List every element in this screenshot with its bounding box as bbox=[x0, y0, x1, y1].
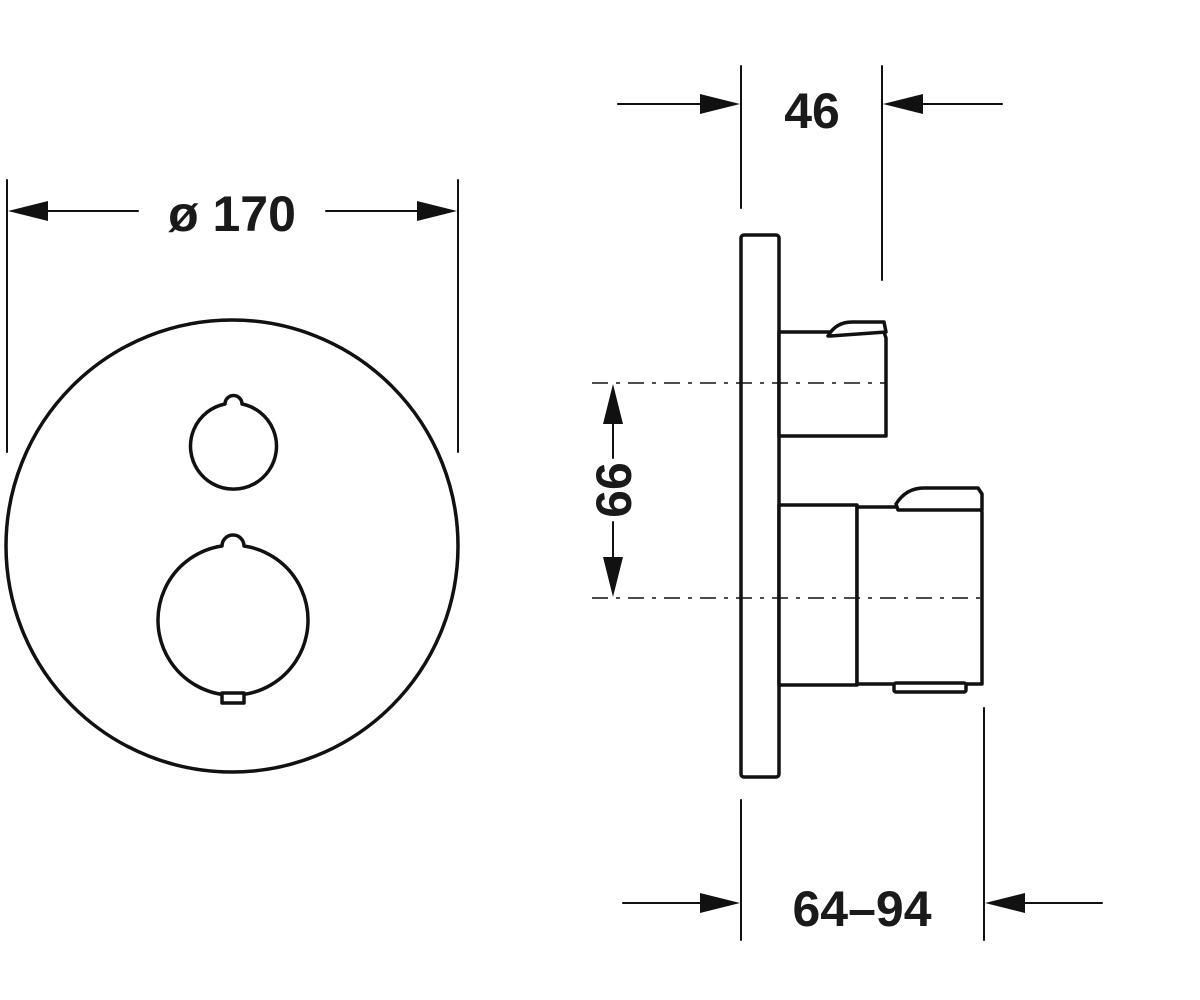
spacing-dimension-line bbox=[603, 384, 623, 597]
upper-knob-profile bbox=[777, 320, 888, 438]
arrow-right-icon bbox=[417, 201, 457, 221]
large-knob bbox=[156, 533, 310, 705]
depth-dimension-line bbox=[617, 94, 1003, 114]
lower-knob-tab bbox=[892, 681, 968, 694]
small-knob bbox=[188, 393, 279, 491]
diameter-dimension-line bbox=[8, 201, 457, 221]
arrow-right-icon bbox=[700, 893, 740, 913]
arrow-right-icon bbox=[700, 94, 740, 114]
front-view: ø 170 bbox=[4, 179, 460, 774]
wall-plate bbox=[739, 233, 781, 779]
arrow-left-icon bbox=[883, 94, 923, 114]
arrow-down-icon bbox=[603, 557, 623, 597]
side-view: 46 66 bbox=[586, 65, 1103, 941]
range-dimension-line bbox=[622, 893, 1103, 913]
depth-label: 46 bbox=[784, 83, 840, 139]
spacing-label: 66 bbox=[586, 462, 642, 518]
arrow-left-icon bbox=[985, 893, 1025, 913]
arrow-left-icon bbox=[8, 201, 48, 221]
temperature-marker bbox=[220, 691, 246, 705]
lower-knob-profile bbox=[777, 486, 984, 694]
range-label: 64–94 bbox=[792, 881, 931, 937]
arrow-up-icon bbox=[603, 384, 623, 424]
diameter-label: ø 170 bbox=[168, 186, 296, 242]
